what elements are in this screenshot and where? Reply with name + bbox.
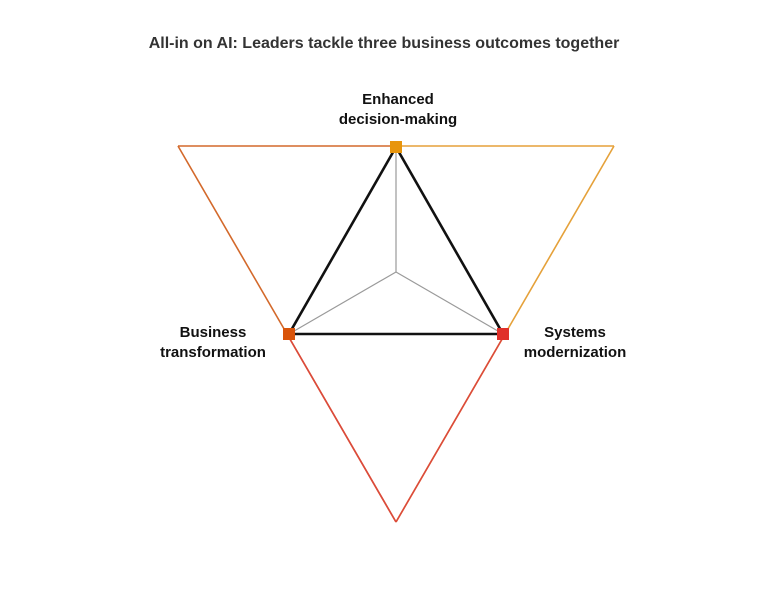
label-line: modernization [523,344,627,361]
vertex-marker-enhanced-decision-making [390,141,402,153]
inner-triangle [286,144,506,336]
label-line: Enhanced [362,91,434,108]
label-systems-modernization: Systems modernization [500,323,650,363]
spoke-right [395,271,504,335]
vertex-marker-business-transformation [283,328,295,340]
label-line: Business [179,324,247,341]
vertex-marker-systems-modernization [497,328,509,340]
label-business-transformation: Business transformation [138,323,288,363]
outer-right-lower [395,333,506,523]
diagram-title: All-in on AI: Leaders tackle three busin… [148,35,620,52]
label-enhanced-decision-making: Enhanced decision-making [298,90,498,130]
outer-left-lower [286,333,397,523]
spoke-left [288,271,397,335]
label-line: decision-making [338,111,458,128]
label-line: Systems [544,324,606,341]
label-line: transformation [160,344,266,361]
